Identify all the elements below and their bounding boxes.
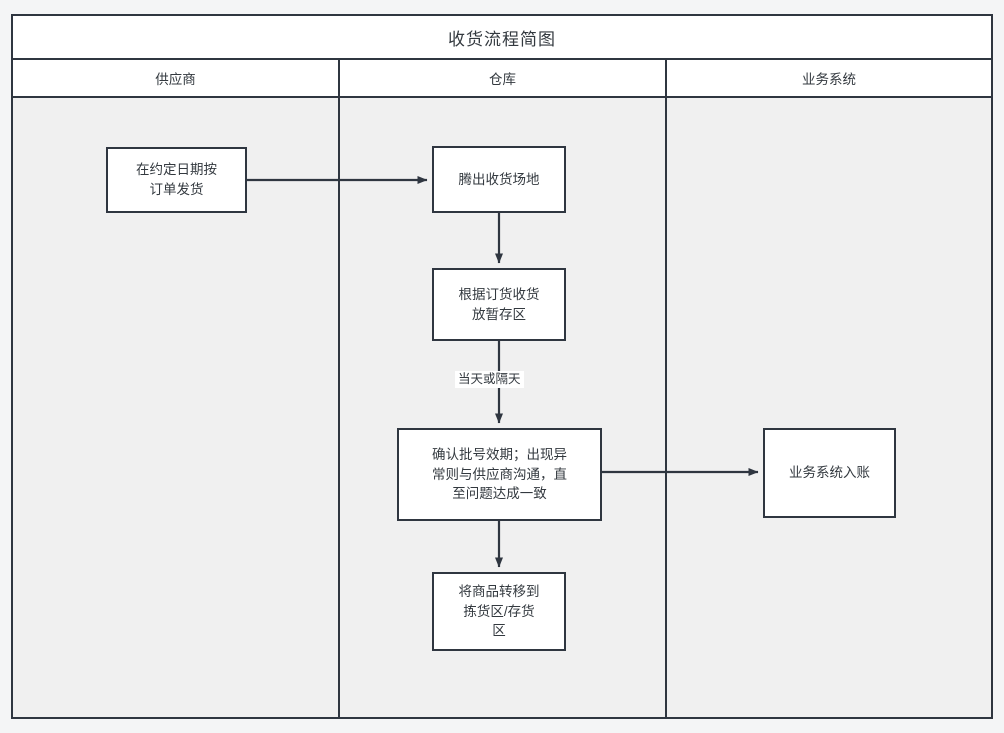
edge-label-n3-n4: 当天或隔天: [455, 371, 524, 388]
node-receive-per-order-to-staging[interactable]: 根据订货收货 放暂存区: [432, 268, 566, 341]
lane-header-business-system: 业务系统: [802, 72, 856, 87]
lane-column-supplier: [13, 98, 340, 717]
node-business-system-booking[interactable]: 业务系统入账: [763, 428, 896, 518]
lane-header-warehouse: 仓库: [340, 60, 667, 96]
lane-header-supplier: 供应商: [13, 60, 340, 96]
lane-column-business-system: [667, 98, 991, 717]
node-clear-receiving-area[interactable]: 腾出收货场地: [432, 146, 566, 213]
node-move-goods-to-picking-storage[interactable]: 将商品转移到 拣货区/存货 区: [432, 572, 566, 651]
node-verify-batch-expiry[interactable]: 确认批号效期；出现异 常则与供应商沟通，直 至问题达成一致: [397, 428, 602, 521]
lane-column-warehouse: [340, 98, 667, 717]
node-supplier-ship-on-agreed-date[interactable]: 在约定日期按 订单发货: [106, 147, 247, 213]
lane-header-row: 供应商 仓库 业务系统: [13, 60, 991, 98]
diagram-title: 收货流程简图: [13, 16, 991, 60]
